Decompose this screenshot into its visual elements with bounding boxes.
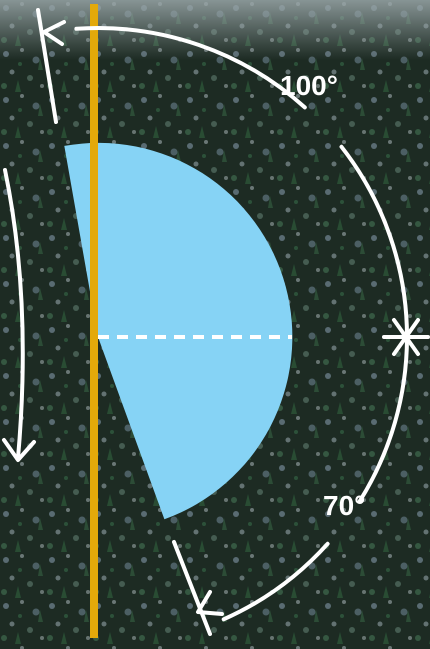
lower-angle-arc (358, 335, 409, 503)
upper-angle-arc (74, 26, 307, 110)
lower-tick-line (172, 540, 212, 636)
lower-angle-label: 70° (323, 490, 365, 521)
angle-sector (64, 142, 293, 520)
lower-arrow-head-icon (196, 590, 224, 616)
upper-tick-line (36, 8, 58, 124)
right-arrowheads-icon (392, 318, 420, 356)
left-arrow-head-icon (2, 438, 36, 462)
left-down-arrow (3, 168, 25, 460)
upper-arrow-head-icon (42, 20, 66, 46)
upper-angle-label: 100° (280, 70, 338, 101)
lower-angle-arc-end (221, 541, 330, 622)
upper-angle-arc-end (339, 144, 409, 339)
